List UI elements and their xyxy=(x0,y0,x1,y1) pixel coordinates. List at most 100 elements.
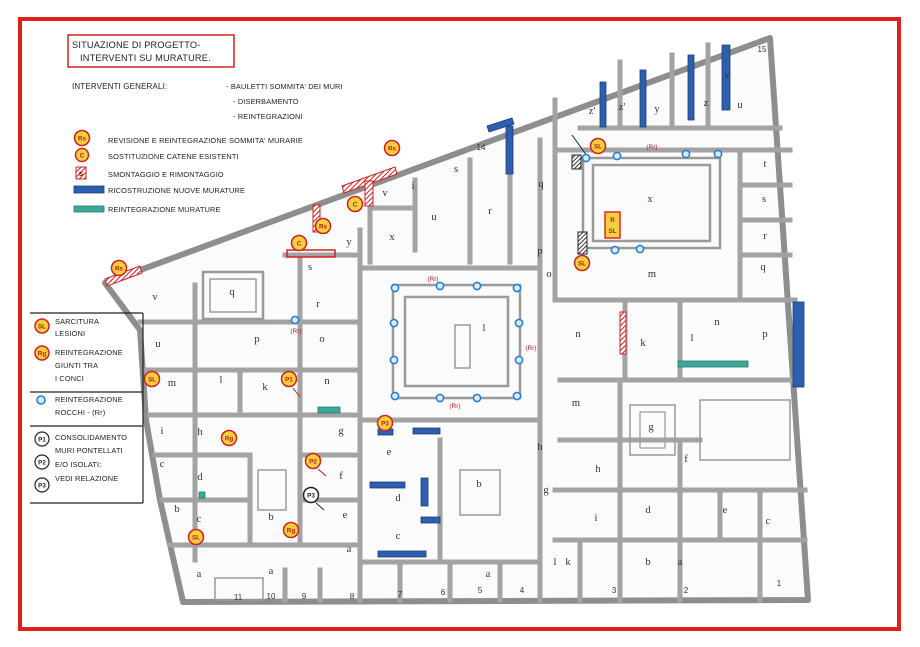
intervention-badge-label: SL xyxy=(594,143,602,150)
room-label: y xyxy=(654,104,660,115)
legend-text: REINTEGRAZIONE MURATURE xyxy=(108,205,221,214)
rocchi-marker-icon xyxy=(581,153,591,163)
room-label: r xyxy=(488,206,492,217)
badge-p3-icon xyxy=(34,477,50,493)
room-label: v xyxy=(382,188,388,199)
rocchi-marker-icon xyxy=(435,393,445,403)
rocchi-label: (Rr) xyxy=(290,328,301,335)
rocchi-marker-icon xyxy=(512,283,522,293)
bay-number: 7 xyxy=(398,590,403,599)
new-masonry xyxy=(420,516,441,524)
rocchi-marker-icon xyxy=(390,283,400,293)
legend-text: ROCCHI - (Rr) xyxy=(55,408,105,417)
room-label: z' xyxy=(619,102,626,113)
intervention-badge-label: C xyxy=(297,240,302,247)
intervention-badge-label: P3 xyxy=(307,492,315,499)
legend-badge-label: SL xyxy=(38,324,46,331)
rocchi-marker-icon xyxy=(512,391,522,401)
new-masonry xyxy=(377,550,427,558)
legend-text: VEDI RELAZIONE xyxy=(55,474,118,483)
intervention-badge-icon xyxy=(282,521,300,539)
bay-number: 5 xyxy=(478,586,483,595)
bay-number: 4 xyxy=(520,586,525,595)
room-label: b xyxy=(174,504,179,515)
room-label: m xyxy=(648,269,656,280)
new-masonry xyxy=(792,301,805,388)
room-label: l xyxy=(554,557,557,568)
room-label: e xyxy=(343,510,348,521)
room-label: f xyxy=(684,454,688,465)
room-label: q xyxy=(760,262,766,273)
rsl-box-top: R xyxy=(610,217,615,224)
legend-text: SOSTITUZIONE CATENE ESISTENTI xyxy=(108,152,239,161)
room-label: u xyxy=(737,100,743,111)
room-label: t xyxy=(764,159,767,170)
room-label: i xyxy=(412,181,415,192)
masonry-reintegration xyxy=(198,491,206,499)
bay-number: 14 xyxy=(477,143,486,152)
room-label: r xyxy=(763,231,767,242)
intervention-badge-label: Rg xyxy=(287,527,296,534)
rocchi-marker-icon xyxy=(610,245,620,255)
intervention-badge-icon xyxy=(383,139,401,157)
room-label: k xyxy=(640,338,646,349)
room-label: e xyxy=(723,505,728,516)
bay-number: 2 xyxy=(684,586,689,595)
bay-number: 3 xyxy=(612,586,617,595)
rocchi-marker-icon xyxy=(390,391,400,401)
rsl-box-bottom: SL xyxy=(608,228,616,235)
legend-badge-label: P3 xyxy=(38,483,46,490)
room-label: p xyxy=(254,334,259,345)
room-label: v xyxy=(152,292,158,303)
legend-badge-label: C xyxy=(80,153,85,160)
intervention-badge-icon xyxy=(302,486,320,504)
intervention-badge-icon xyxy=(220,429,238,447)
intervention-badge-icon xyxy=(290,234,308,252)
atrium-q-inner xyxy=(209,278,257,313)
room-label: s xyxy=(762,194,766,205)
room-label: i xyxy=(161,426,164,437)
room-label: l xyxy=(691,333,694,344)
room-label: h xyxy=(537,442,543,453)
courtyard-outer xyxy=(581,156,722,250)
legend-badge-label: Rs xyxy=(78,136,87,143)
new-masonry xyxy=(721,44,731,111)
new-masonry xyxy=(687,54,695,121)
intervention-badge-label: SL xyxy=(148,376,156,383)
badge-p2-icon xyxy=(34,454,50,470)
rocchi-label: (Rr) xyxy=(646,144,657,151)
badge-rs-icon xyxy=(73,129,91,147)
badge-rg-icon xyxy=(34,345,50,361)
room-label: d xyxy=(197,472,203,483)
intervention-badge-label: Rs xyxy=(115,265,124,272)
bay-number: 10 xyxy=(267,592,276,601)
intervention-badge-label: SL xyxy=(578,260,586,267)
room-g-outer xyxy=(629,404,676,456)
room-label: a xyxy=(678,557,683,568)
rocchi-marker-icon xyxy=(472,393,482,403)
general-item: - REINTEGRAZIONI xyxy=(233,112,303,121)
badge-c-icon xyxy=(74,147,90,163)
room-box xyxy=(699,399,791,461)
room-label: x xyxy=(647,194,653,205)
intervention-badge-icon xyxy=(376,414,394,432)
room-label: c xyxy=(160,459,165,470)
room-label: a xyxy=(486,569,491,580)
new-masonry xyxy=(505,125,514,175)
rocchi-marker-icon xyxy=(290,315,300,325)
bay-number: 15 xyxy=(758,45,767,54)
badge-sl-icon xyxy=(34,318,50,334)
room-label: z' xyxy=(589,106,596,117)
general-item: - BAULETTI SOMMITA' DEI MURI xyxy=(226,82,343,91)
rocchi-marker-icon xyxy=(635,244,645,254)
room-label: g xyxy=(543,485,549,496)
new-masonry-swatch xyxy=(73,185,105,194)
room-label: u xyxy=(431,212,437,223)
legend-text: MURI PONTELLATI xyxy=(55,446,123,455)
legend-text: RICOSTRUZIONE NUOVE MURATURE xyxy=(108,186,245,195)
dismantle-zone xyxy=(619,311,627,355)
arrow-line xyxy=(292,387,301,398)
reintegration-swatch xyxy=(73,205,105,213)
room-label: k xyxy=(262,382,268,393)
intervention-badge-label: Rs xyxy=(388,145,397,152)
